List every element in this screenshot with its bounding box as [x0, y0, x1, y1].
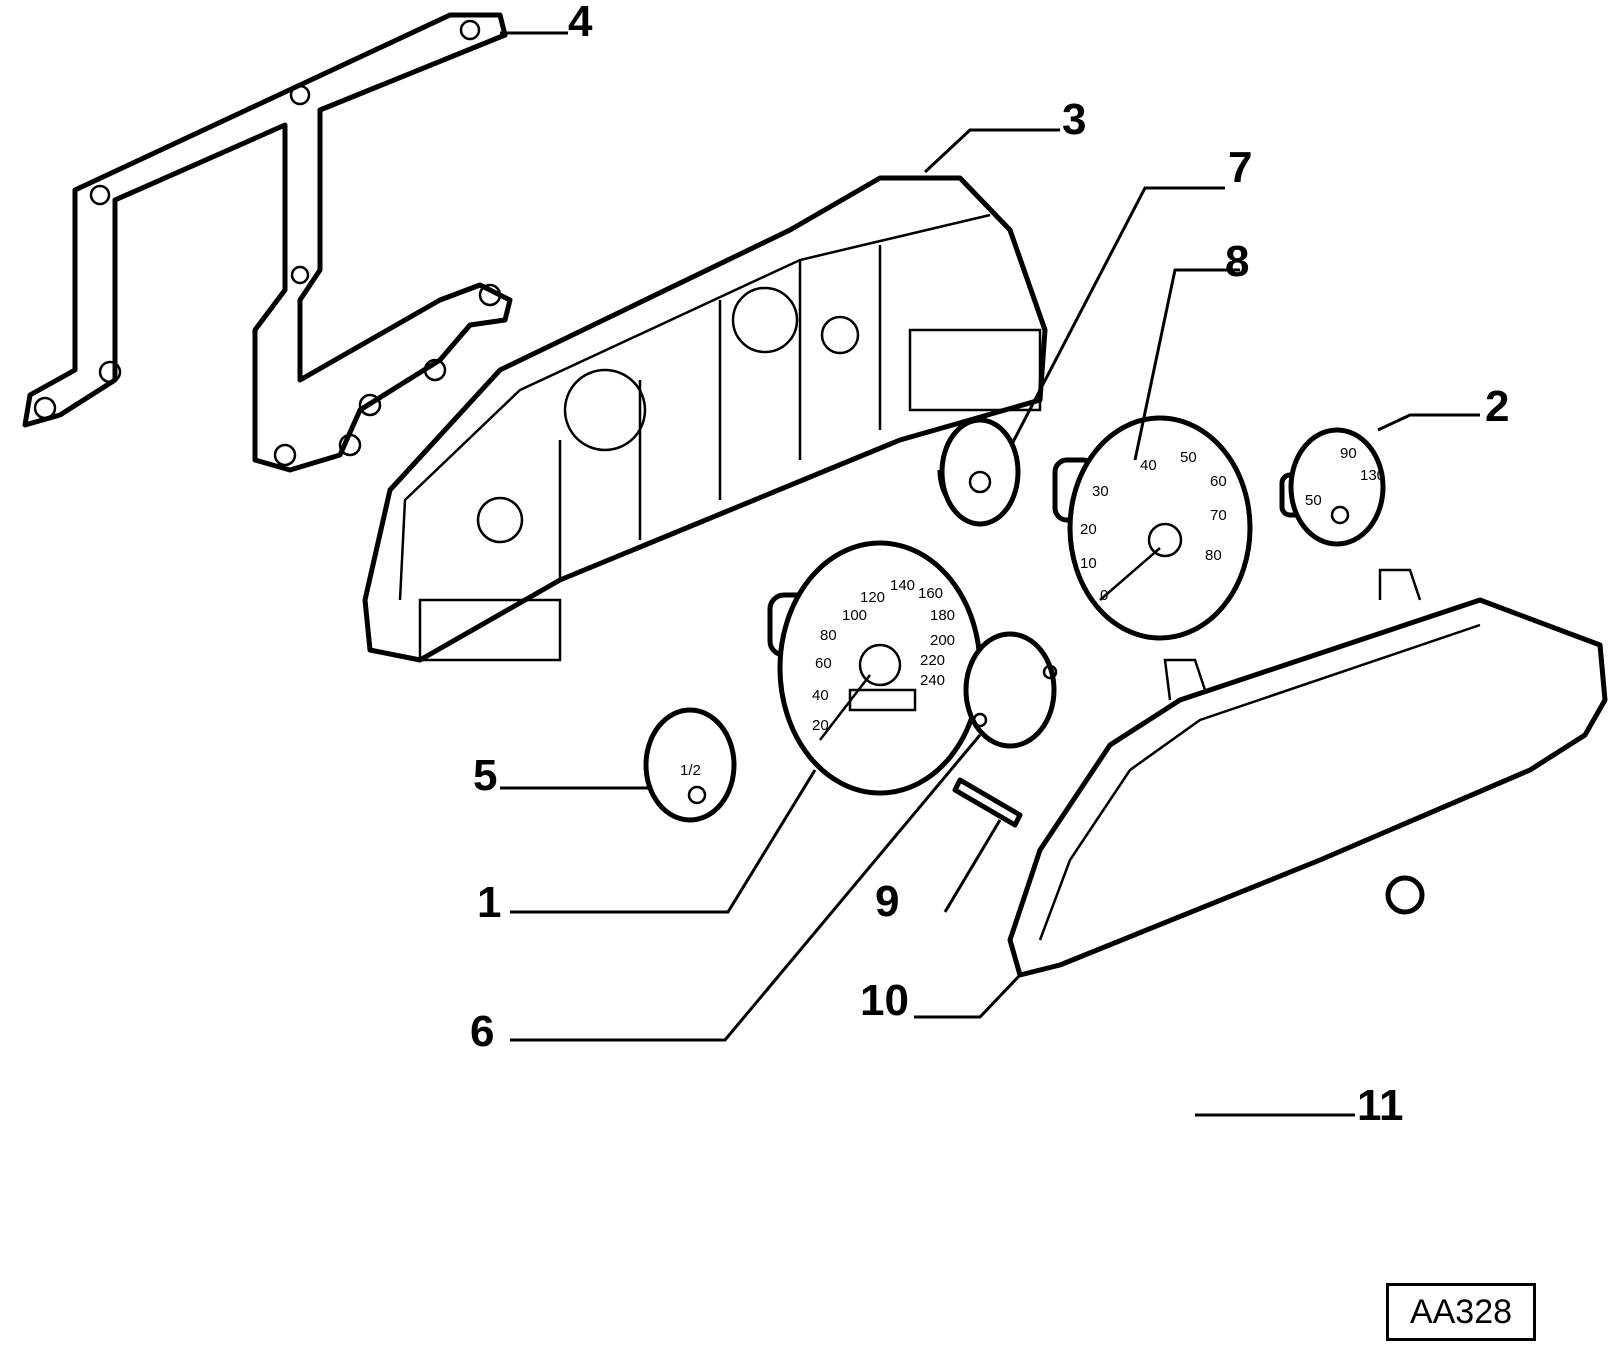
svg-text:160: 160 — [918, 585, 943, 602]
svg-text:30: 30 — [1092, 483, 1109, 500]
reference-code: AA328 — [1386, 1283, 1536, 1341]
svg-text:70: 70 — [1210, 507, 1227, 524]
part-4-frame-bracket — [22, 12, 513, 473]
svg-text:200: 200 — [930, 632, 955, 649]
callout-4: 4 — [568, 0, 593, 46]
callout-5: 5 — [473, 751, 497, 800]
svg-text:100: 100 — [842, 607, 867, 624]
callout-11: 11 — [1357, 1081, 1404, 1130]
svg-text:1/2: 1/2 — [680, 762, 701, 779]
callout-6: 6 — [470, 1007, 494, 1056]
svg-text:0: 0 — [1100, 587, 1108, 604]
part-2-temp-gauge: 50 90 130 — [1279, 427, 1386, 547]
part-7-small-gauge — [937, 417, 1021, 527]
part-9-pin — [952, 777, 1023, 828]
svg-text:20: 20 — [1080, 521, 1097, 538]
part-1-speedometer: 20 40 60 80 100 120 140 160 180 200 220 … — [767, 540, 983, 796]
svg-text:220: 220 — [920, 652, 945, 669]
svg-text:130: 130 — [1360, 467, 1385, 484]
callout-9: 9 — [875, 877, 899, 926]
callout-1: 1 — [477, 878, 501, 927]
svg-text:60: 60 — [1210, 473, 1227, 490]
svg-text:50: 50 — [1180, 449, 1197, 466]
svg-text:120: 120 — [860, 589, 885, 606]
part-5-fuel-gauge: 1/2 — [643, 707, 737, 823]
part-3-instrument-housing — [362, 175, 1048, 663]
svg-text:50: 50 — [1305, 492, 1322, 509]
callout-2: 2 — [1485, 382, 1509, 431]
part-11-knob — [1385, 875, 1425, 915]
svg-text:90: 90 — [1340, 445, 1357, 462]
leader-lines — [500, 31, 1480, 1117]
svg-text:10: 10 — [1080, 555, 1097, 572]
tachometer-tick-labels: 0 10 20 30 40 50 60 70 80 — [1080, 449, 1227, 604]
part-10-lens-cover — [1007, 568, 1608, 978]
svg-text:80: 80 — [820, 627, 837, 644]
part-6-oil-gauge — [963, 631, 1058, 749]
svg-text:40: 40 — [812, 687, 829, 704]
callout-8: 8 — [1225, 237, 1249, 286]
callout-labels: 4 3 7 8 2 5 1 9 10 6 11 — [470, 0, 1509, 1130]
callout-3: 3 — [1062, 95, 1086, 144]
callout-10: 10 — [860, 976, 909, 1025]
callout-7: 7 — [1228, 143, 1252, 192]
svg-text:180: 180 — [930, 607, 955, 624]
svg-text:20: 20 — [812, 717, 829, 734]
part-8-tachometer: 0 10 20 30 40 50 60 70 80 — [1052, 415, 1253, 641]
svg-text:40: 40 — [1140, 457, 1157, 474]
svg-text:140: 140 — [890, 577, 915, 594]
svg-text:240: 240 — [920, 672, 945, 689]
speedometer-tick-labels: 20 40 60 80 100 120 140 160 180 200 220 … — [812, 577, 955, 734]
svg-text:80: 80 — [1205, 547, 1222, 564]
svg-text:60: 60 — [815, 655, 832, 672]
